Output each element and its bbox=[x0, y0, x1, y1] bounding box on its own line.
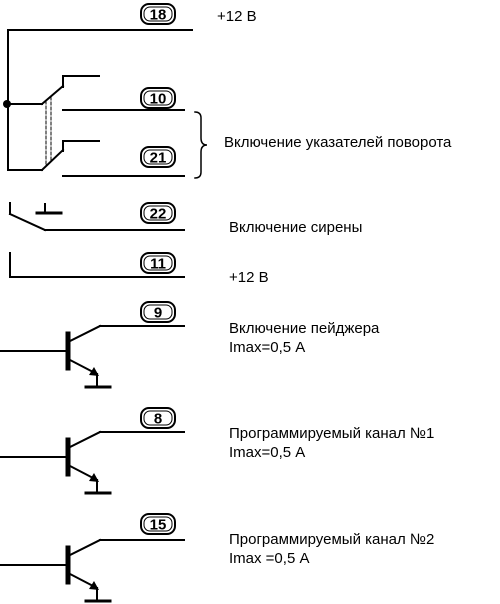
pin-number: 10 bbox=[150, 91, 167, 108]
pin-badge-9: 9 bbox=[140, 301, 176, 323]
label-siren: Включение сирены bbox=[229, 219, 363, 236]
pin-badges: 18 10 21 22 11 9 8 bbox=[140, 3, 176, 535]
label-turn-signals: Включение указателей поворота bbox=[224, 134, 452, 151]
label-plus12-top: +12 В bbox=[217, 8, 257, 25]
pin-number: 22 bbox=[150, 206, 167, 223]
label-pager-current: Imax=0,5 А bbox=[229, 339, 306, 356]
siren-switch bbox=[8, 202, 185, 232]
transistor-pager bbox=[0, 324, 185, 389]
pin-number: 11 bbox=[150, 256, 166, 273]
pin-badge-11: 11 bbox=[140, 252, 176, 274]
label-ch2-current: Imax =0,5 А bbox=[229, 550, 310, 567]
label-ch2-title: Программируемый канал №2 bbox=[229, 531, 435, 548]
pin-number: 8 bbox=[154, 411, 162, 428]
pin-badge-15: 15 bbox=[140, 513, 176, 535]
pin-number: 18 bbox=[150, 7, 167, 24]
pin-badge-22: 22 bbox=[140, 202, 176, 224]
pin-number: 21 bbox=[150, 150, 167, 167]
pin-badge-10: 10 bbox=[140, 87, 176, 109]
brace-icon bbox=[194, 111, 208, 179]
pin-number: 9 bbox=[154, 305, 162, 322]
pin-badge-8: 8 bbox=[140, 407, 176, 429]
relay-section bbox=[3, 29, 193, 177]
label-pager-title: Включение пейджера bbox=[229, 320, 380, 337]
transistor-ch2 bbox=[0, 538, 185, 603]
pin-badge-18: 18 bbox=[140, 3, 176, 25]
label-plus12-mid: +12 В bbox=[229, 269, 269, 286]
pin-badge-21: 21 bbox=[140, 146, 176, 168]
label-ch1-current: Imax=0,5 А bbox=[229, 444, 306, 461]
transistor-ch1 bbox=[0, 430, 185, 495]
label-ch1-title: Программируемый канал №1 bbox=[229, 425, 435, 442]
pin-number: 15 bbox=[150, 517, 167, 534]
